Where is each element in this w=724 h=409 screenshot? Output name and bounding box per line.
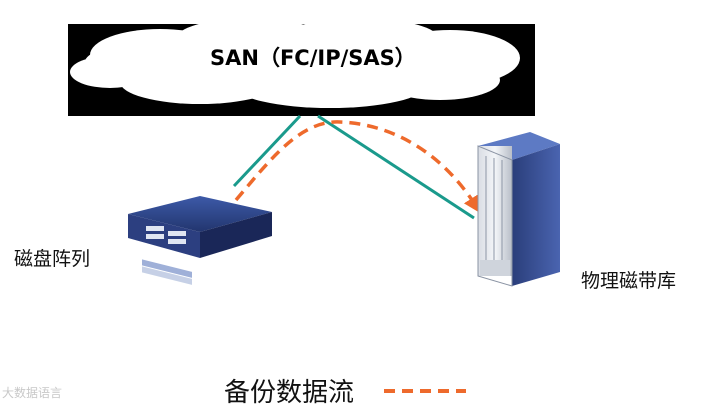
san-title: SAN（FC/IP/SAS） — [210, 46, 416, 70]
backup-flow-arrow — [234, 120, 481, 214]
watermark-text: 大数据语言 — [2, 386, 63, 400]
san-network — [68, 18, 535, 116]
link-san-to-tape — [317, 114, 475, 220]
tape-library-label: 物理磁带库 — [581, 270, 677, 292]
cloud-shape — [70, 18, 520, 108]
legend-backup-flow-label: 备份数据流 — [224, 378, 355, 408]
link-array-to-san — [232, 114, 302, 188]
disk-array-label: 磁盘阵列 — [14, 248, 91, 270]
tape-library-device — [477, 132, 560, 287]
disk-array-device — [128, 196, 272, 285]
